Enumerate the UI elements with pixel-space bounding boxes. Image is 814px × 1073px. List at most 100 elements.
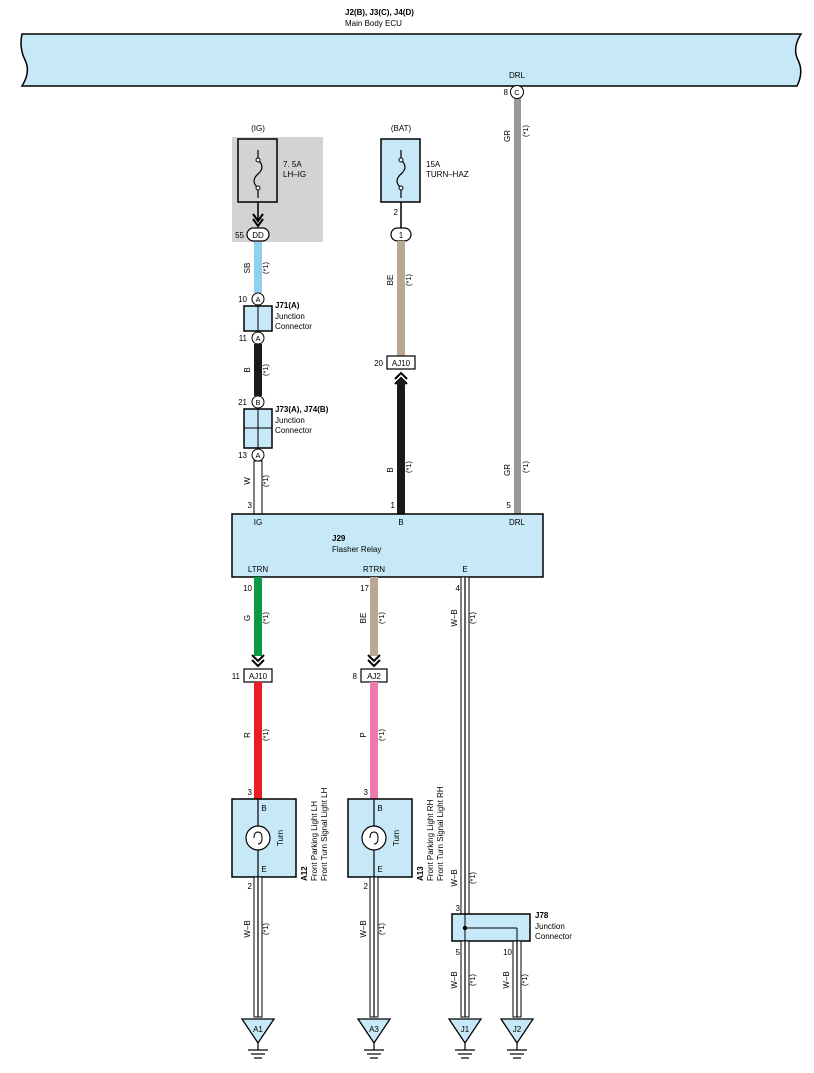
j78-pin-in: 3 [456, 904, 461, 913]
ecu-title: J2(B), J3(C), J4(D) [345, 8, 414, 17]
wire-label-wb-a12: W–B [243, 920, 252, 937]
fuse-ig-rating: 7. 5A [283, 160, 302, 169]
aj10-bot-pin: 11 [232, 672, 241, 681]
a12-pin-top: 3 [248, 788, 253, 797]
a13-pin-top: 3 [364, 788, 369, 797]
relay-term-rtrn: RTRN [363, 565, 385, 574]
a12-name1: Front Parking Light LH [310, 801, 319, 881]
bulb-icon [245, 825, 271, 851]
wire-label-r: R [243, 732, 252, 738]
note-sb: (*1) [261, 261, 270, 274]
j73-conn-bot: A [255, 451, 260, 460]
note-wb-j1: (*1) [468, 973, 477, 986]
j73-id: J73(A), J74(B) [275, 405, 329, 414]
wire-r: R (*1) [243, 682, 270, 799]
wire-b-left: B (*1) [243, 344, 270, 396]
j71-conn-top: A [255, 295, 260, 304]
relay-pin-b: 1 [391, 501, 396, 510]
relay-pin-drl: 5 [507, 501, 512, 510]
wire-p: P (*1) [359, 682, 386, 799]
j71-pin-top: 10 [238, 295, 247, 304]
relay-term-ig: IG [254, 518, 262, 527]
a12-id: A12 [300, 866, 309, 881]
relay-pin-ltrn: 10 [243, 584, 252, 593]
aj10-top-label: AJ10 [392, 359, 411, 368]
j73-conn-top: B [255, 398, 260, 407]
ground-a3: A3 [356, 1018, 392, 1059]
wire-label-sb: SB [243, 263, 252, 274]
ground-a1: A1 [240, 1018, 276, 1059]
wire-wb-e: W–B (*1) W–B (*1) [450, 576, 477, 915]
ground-j2-label: J2 [513, 1025, 522, 1034]
j78-name2: Connector [535, 932, 572, 941]
wire-wb-a12: W–B (*1) [243, 876, 270, 1018]
j71-name2: Connector [275, 322, 312, 331]
wire-label-gr2: GR [503, 464, 512, 476]
relay-term-b: B [398, 518, 403, 527]
j78-pin-out2: 10 [503, 948, 512, 957]
fuse-bat-source: (BAT) [391, 124, 412, 133]
j73-name1: Junction [275, 416, 305, 425]
j71-name1: Junction [275, 312, 305, 321]
a13-id: A13 [416, 866, 425, 881]
ecu-drl-label: DRL [509, 71, 526, 80]
fuse-ig-name: LH–IG [283, 170, 306, 179]
wire-label-wb-j2: W–B [502, 971, 511, 988]
relay-pin-rtrn: 17 [360, 584, 369, 593]
relay-id: J29 [332, 534, 346, 543]
junction-connector-j73: B 21 A 13 J73(A), J74(B) Junction Connec… [238, 395, 329, 462]
note-p: (*1) [377, 728, 386, 741]
note-b2: (*1) [404, 460, 413, 473]
connector-aj10-bottom: AJ10 11 [232, 668, 273, 683]
a12-term-e: E [261, 865, 266, 874]
wire-label-b1: B [243, 367, 252, 372]
wire-label-wb-e: W–B [450, 609, 459, 626]
note-w: (*1) [261, 474, 270, 487]
note-b1: (*1) [261, 363, 270, 376]
note-g: (*1) [261, 611, 270, 624]
connector-aj2: AJ2 8 [353, 668, 388, 683]
ground-a1-label: A1 [253, 1025, 263, 1034]
fuse-ig-source: (IG) [251, 124, 265, 133]
a13-lamp: Turn [392, 830, 401, 846]
aj2-label: AJ2 [367, 672, 381, 681]
fuse-bat: (BAT) 15A TURN–HAZ 1 2 [380, 124, 469, 242]
ecu-subtitle: Main Body ECU [345, 19, 402, 28]
a13-pin-bot: 2 [364, 882, 369, 891]
ground-a3-label: A3 [369, 1025, 379, 1034]
note-wb-j2: (*1) [520, 973, 529, 986]
relay-name: Flasher Relay [332, 545, 381, 554]
junction-connector-j78: 3 5 10 J78 Junction Connector [451, 904, 572, 957]
ground-j1: J1 [447, 1018, 483, 1059]
j71-conn-bot: A [255, 334, 260, 343]
j71-pin-bot: 11 [239, 334, 248, 343]
fuse-ig-pin: 55 [235, 231, 244, 240]
wire-label-wb-j1: W–B [450, 971, 459, 988]
fuse-ig: (IG) 7. 5A LH–IG DD 55 [232, 124, 323, 242]
aj10-top-pin: 20 [374, 359, 383, 368]
relay-term-ltrn: LTRN [248, 565, 269, 574]
wire-label-be2: BE [359, 613, 368, 624]
wire-wb-j2: W–B (*1) [502, 940, 529, 1018]
relay-term-e: E [462, 565, 467, 574]
connector-aj10-top: AJ10 20 [374, 355, 416, 385]
wire-wb-j1: W–B (*1) [450, 940, 477, 1018]
note-be: (*1) [404, 273, 413, 286]
j73-pin-bot: 13 [238, 451, 247, 460]
a13-name1: Front Parking Light RH [426, 799, 435, 881]
note-gr2: (*1) [521, 460, 530, 473]
fuse-bat-name: TURN–HAZ [426, 170, 469, 179]
wire-sb: SB (*1) [243, 242, 270, 293]
relay-pin-ig: 3 [248, 501, 253, 510]
wire-label-wb-a13: W–B [359, 920, 368, 937]
a12-term-b: B [261, 804, 266, 813]
fuse-bat-pin: 2 [394, 208, 399, 217]
wire-label-b2: B [386, 467, 395, 472]
wire-drl-gr: C 8 GR (*1) GR (*1) [503, 85, 530, 514]
wire-be-top: BE (*1) [386, 241, 413, 356]
a13-term-e: E [377, 865, 382, 874]
lamp-a12: 3 B E Turn A12 Front Parking Light LH Fr… [231, 787, 329, 891]
main-body-ecu: J2(B), J3(C), J4(D) Main Body ECU DRL [20, 8, 803, 87]
fuse-ig-conn: DD [252, 231, 264, 240]
